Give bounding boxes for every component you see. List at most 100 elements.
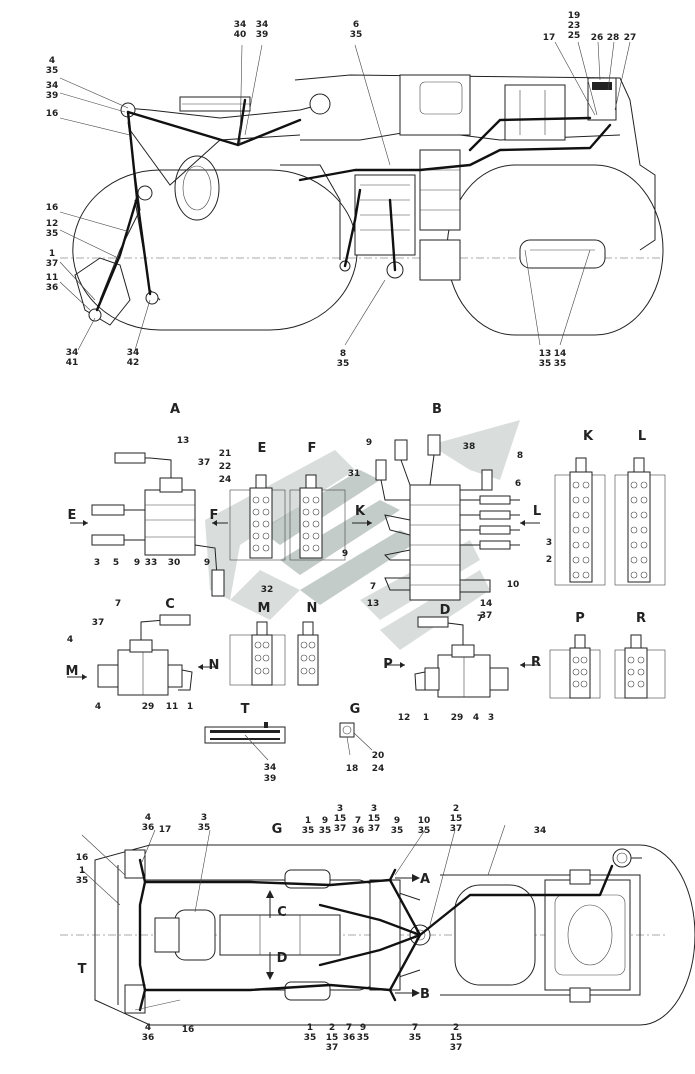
callout-p9_35-0: 9	[322, 816, 328, 826]
callout-a37: 37	[198, 458, 211, 468]
callout-d12: 12	[398, 713, 411, 723]
callout-c4_35-0: 4	[49, 56, 55, 66]
callout-c8_35-1: 35	[337, 359, 350, 369]
callout-p2_15_37c-2: 37	[450, 1043, 463, 1053]
callout-c29: 29	[142, 702, 155, 712]
callout-c34_39b-0: 34	[46, 81, 59, 91]
callout-p1_35b-0: 1	[305, 816, 311, 826]
detail-view-f	[289, 474, 346, 561]
callout-E: E	[258, 441, 267, 456]
callout-p1_35c-1: 35	[304, 1033, 317, 1043]
callout-c37: 37	[92, 618, 105, 628]
detail-view-a	[91, 452, 225, 597]
callout-a24: 24	[219, 475, 232, 485]
callout-c27: 27	[624, 33, 637, 43]
callout-b7: 7	[370, 582, 376, 592]
callout-d1: 1	[423, 713, 429, 723]
callout-p3_15_37-0: 3	[337, 804, 343, 814]
callout-b13: 13	[367, 599, 380, 609]
callout-c26: 26	[591, 33, 604, 43]
callout-P: P	[575, 611, 585, 626]
callout-c34_40-1: 40	[234, 30, 247, 40]
callout-G: G	[272, 822, 283, 837]
side-view-loader	[60, 74, 664, 336]
callout-c19_23_25-0: 19	[568, 11, 581, 21]
callout-c19_23_25-2: 25	[568, 31, 581, 41]
callout-F: F	[210, 508, 219, 523]
callout-b37: 37	[480, 611, 493, 621]
callout-c12_35-1: 35	[46, 229, 59, 239]
callout-N: N	[209, 658, 220, 673]
leader-lines	[59, 41, 631, 1011]
callout-p3_15_37b-2: 37	[368, 824, 381, 834]
callout-c28: 28	[607, 33, 620, 43]
callout-c34_42-0: 34	[127, 348, 140, 358]
callout-t34: 34	[264, 763, 277, 773]
callout-d29: 29	[451, 713, 464, 723]
detail-view-g	[339, 722, 373, 756]
callout-c14_35-0: 14	[554, 349, 567, 359]
callout-C: C	[277, 905, 287, 920]
callout-p2_15_37b-1: 15	[326, 1033, 339, 1043]
callout-L: L	[638, 429, 646, 444]
callout-p10_35-1: 35	[418, 826, 431, 836]
callout-p9_35c-0: 9	[360, 1023, 366, 1033]
callout-p3_15_37b-0: 3	[371, 804, 377, 814]
callout-p10_35-0: 10	[418, 816, 431, 826]
callout-b2: 2	[546, 555, 552, 565]
callout-p3_15_37-2: 37	[334, 824, 347, 834]
callout-p7_35-1: 35	[409, 1033, 422, 1043]
callout-g24: 24	[372, 764, 385, 774]
callout-p7_36-1: 36	[352, 826, 365, 836]
callout-p3_35-1: 35	[198, 823, 211, 833]
callout-p2_15_37-1: 15	[450, 814, 463, 824]
callout-c6_35-0: 6	[353, 20, 359, 30]
callout-c7: 7	[115, 599, 121, 609]
callout-E: E	[68, 508, 77, 523]
callout-b8: 8	[517, 451, 523, 461]
callout-c12_35-0: 12	[46, 219, 59, 229]
callout-c16a: 16	[46, 109, 59, 119]
callout-a30: 30	[168, 558, 181, 568]
callout-p2_15_37-0: 2	[453, 804, 459, 814]
callout-c13_35-1: 35	[539, 359, 552, 369]
callout-p3_35-0: 3	[201, 813, 207, 823]
callout-a32: 32	[261, 585, 274, 595]
callout-p16: 16	[76, 853, 89, 863]
callout-t39: 39	[264, 774, 277, 784]
callout-c19_23_25-1: 23	[568, 21, 581, 31]
arrow-p-head	[400, 662, 405, 668]
plan-view-loader	[60, 844, 695, 1026]
callout-P: P	[383, 657, 393, 672]
arrow-l-head	[520, 520, 525, 526]
arrow-m-head	[82, 674, 87, 680]
detail-view-b	[375, 434, 520, 601]
callout-c34_42-1: 42	[127, 358, 140, 368]
callout-c16b: 16	[46, 203, 59, 213]
callout-C: C	[165, 597, 175, 612]
callout-p7_36b-0: 7	[346, 1023, 352, 1033]
callout-d4: 4	[473, 713, 479, 723]
callout-a22: 22	[219, 462, 232, 472]
callout-p9_35b-0: 9	[394, 816, 400, 826]
callout-K: K	[355, 504, 366, 519]
callout-b9: 9	[366, 438, 372, 448]
callout-B: B	[432, 402, 442, 417]
arrow-n-head	[198, 664, 203, 670]
detail-view-c	[97, 614, 193, 696]
arrow-r-head	[520, 662, 525, 668]
callout-b9b: 9	[342, 549, 348, 559]
callout-p9_35-1: 35	[319, 826, 332, 836]
callout-p1_35-0: 1	[79, 866, 85, 876]
callout-g20: 20	[372, 751, 385, 761]
detail-view-p	[549, 634, 601, 699]
callout-p3_15_37b-1: 15	[368, 814, 381, 824]
detail-view-m	[229, 621, 286, 686]
callout-M: M	[258, 601, 271, 616]
callout-p16b: 16	[182, 1025, 195, 1035]
callout-c1_37-1: 37	[46, 259, 59, 269]
callout-d3: 3	[488, 713, 494, 723]
callout-p9_35c-1: 35	[357, 1033, 370, 1043]
callout-B: B	[420, 987, 430, 1002]
